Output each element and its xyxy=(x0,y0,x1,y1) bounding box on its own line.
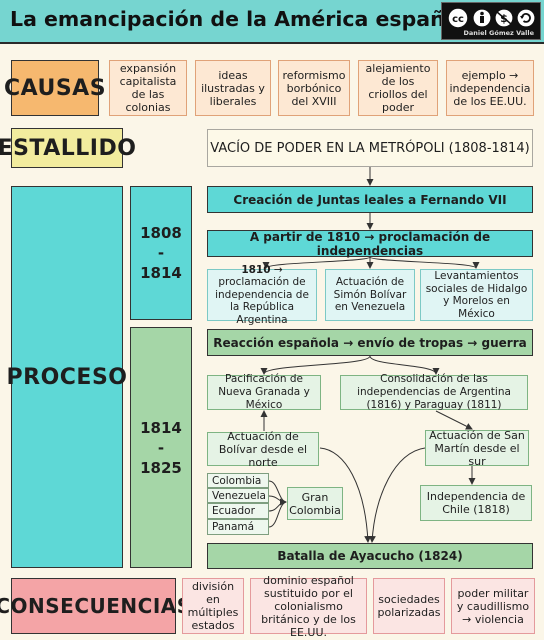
cc-icon: cc xyxy=(447,7,469,29)
license-icons: cc $ xyxy=(447,7,536,29)
causas-label: CAUSAS xyxy=(4,60,106,116)
causa-item: ideas ilustradas y liberales xyxy=(195,60,271,116)
license-badge: cc $ Daniel Gómez Valle xyxy=(441,2,541,40)
period-1808-1814: 1808 - 1814 xyxy=(130,186,192,320)
causa-item: reformismo borbónico del XVIII xyxy=(278,60,350,116)
juntas-box: Creación de Juntas leales a Fernando VII xyxy=(207,186,533,213)
consolidacion-box: Consolidación de las independencias de A… xyxy=(340,373,528,411)
consecuencias-label: CONSECUENCIAS xyxy=(0,578,191,634)
by-icon xyxy=(472,8,492,28)
proclamacion-box: A partir de 1810 → proclamación de indep… xyxy=(207,230,533,258)
consecuencia-item: división en múltiples estados xyxy=(182,578,244,634)
consecuencia-item: sociedades polarizadas xyxy=(373,578,445,634)
argentina-rest: → proclamación de independencia de la Re… xyxy=(215,263,309,326)
sa-icon xyxy=(516,8,536,28)
causa-item: ejemplo → independencia de los EE.UU. xyxy=(446,60,534,116)
bolivar-norte-box: Actuación de Bolívar desde el norte xyxy=(207,430,319,469)
causa-item: expansión capitalista de las colonias xyxy=(109,60,187,116)
nc-icon: $ xyxy=(494,8,514,28)
bolivar-venezuela-box: Actuación de Simón Bolívar en Venezuela xyxy=(325,269,415,321)
title-bar: La emancipación de la América española c… xyxy=(0,0,544,44)
argentina-year: 1810 xyxy=(241,263,271,276)
period-1814-1825: 1814 - 1825 xyxy=(130,327,192,568)
svg-text:cc: cc xyxy=(452,14,464,25)
license-author: Daniel Gómez Valle xyxy=(463,29,535,37)
san-martin-box: Actuación de San Martín desde el sur xyxy=(425,429,529,468)
chile-box: Independencia de Chile (1818) xyxy=(420,485,532,521)
ayacucho-box: Batalla de Ayacucho (1824) xyxy=(207,543,533,569)
country-colombia: Colombia xyxy=(207,473,269,488)
causa-item: alejamiento de los criollos del poder xyxy=(358,60,438,116)
consecuencia-item: dominio español sustituido por el coloni… xyxy=(250,574,367,639)
gran-colombia-box: Gran Colombia xyxy=(287,487,343,520)
country-panama: Panamá xyxy=(207,519,269,535)
estallido-label: ESTALLIDO xyxy=(0,128,136,168)
country-ecuador: Ecuador xyxy=(207,503,269,519)
reaccion-box: Reacción española → envío de tropas → gu… xyxy=(207,329,533,356)
levantamientos-box: Levantamientos sociales de Hidalgo y Mor… xyxy=(420,269,533,321)
vacio-poder-box: VACÍO DE PODER EN LA METRÓPOLI (1808-181… xyxy=(207,129,533,167)
consecuencia-item: poder militar y caudillismo → violencia xyxy=(451,578,535,634)
argentina-text: 1810 → proclamación de independencia de … xyxy=(211,264,313,327)
proceso-label: PROCESO xyxy=(7,186,127,568)
argentina-box: 1810 → proclamación de independencia de … xyxy=(207,264,317,326)
pacificacion-box: Pacificación de Nueva Granada y México xyxy=(207,373,321,411)
country-venezuela: Venezuela xyxy=(207,488,269,503)
page-title: La emancipación de la América española xyxy=(10,7,480,31)
